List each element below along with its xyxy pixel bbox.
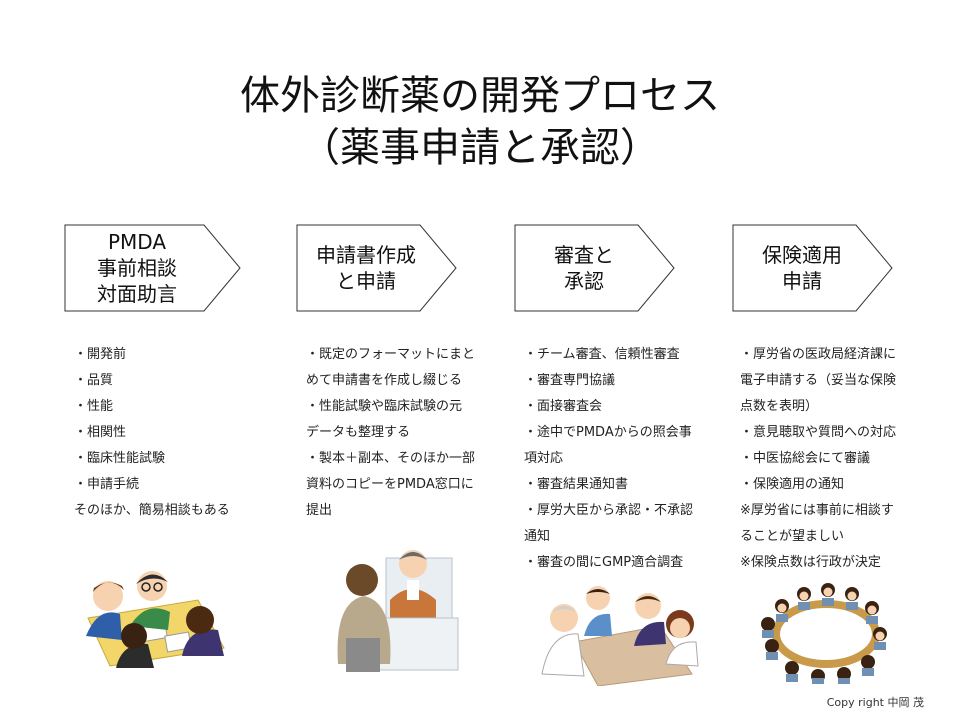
list-item: ・性能 <box>74 399 114 414</box>
list-item: 通知 <box>524 529 551 544</box>
consultation-meeting-illustration <box>86 571 225 668</box>
list-item: ・審査の間にGMP適合調査 <box>524 555 684 570</box>
step-label-line: 申請書作成 <box>316 243 416 267</box>
list-item: ることが望ましい <box>740 529 845 544</box>
list-item: 項対応 <box>524 451 564 466</box>
list-item: ※保険点数は行政が決定 <box>740 555 881 570</box>
step-label-line: 事前相談 <box>97 256 177 280</box>
process-step-3-label: 審査と 承認 <box>514 224 654 312</box>
list-item: ・製本＋副本、そのほか一部 <box>306 451 476 466</box>
list-item: ・相関性 <box>74 425 127 440</box>
step-label-line: と申請 <box>336 269 396 293</box>
step-label-line: PMDA <box>107 230 167 254</box>
list-item: データも整理する <box>306 425 411 440</box>
arrow-pentagon-shape <box>64 224 241 312</box>
list-item: ・チーム審査、信頼性審査 <box>524 347 680 362</box>
list-item: 資料のコピーをPMDA窓口に <box>306 477 474 492</box>
review-meeting-illustration <box>541 586 699 686</box>
arrow-pentagon-shape <box>732 224 893 312</box>
step-4-bullets: ・厚労省の医政局経済課に 電子申請する（妥当な保険 点数を表明） ・意見聴取や質… <box>740 342 938 576</box>
list-item: ・審査結果通知書 <box>524 477 629 492</box>
copyright-text: Copy right 中岡 茂 <box>826 696 924 709</box>
list-item: ※厚労省には事前に相談す <box>740 503 894 518</box>
process-step-3: 審査と 承認 <box>514 224 692 312</box>
step-3-bullets: ・チーム審査、信頼性審査 ・審査専門協議 ・面接審査会 ・途中でPMDAからの照… <box>524 342 722 576</box>
process-step-2-label: 申請書作成 と申請 <box>296 224 436 312</box>
application-window-illustration <box>337 550 459 672</box>
list-item: ・性能試験や臨床試験の元 <box>306 399 463 414</box>
list-item: ・審査専門協議 <box>524 373 616 388</box>
step-label-line: 申請 <box>782 269 822 293</box>
list-item: 提出 <box>306 503 333 518</box>
committee-meeting-illustration <box>761 583 887 684</box>
process-step-1: PMDA 事前相談 対面助言 <box>64 224 242 312</box>
list-item: ・途中でPMDAからの照会事 <box>524 425 692 440</box>
list-item: ・申請手続 <box>74 477 140 492</box>
list-item: ・既定のフォーマットにまと <box>306 347 476 362</box>
list-item: 電子申請する（妥当な保険 <box>740 373 897 388</box>
list-item: ・面接審査会 <box>524 399 603 414</box>
slide-title-line2: （薬事申請と承認） <box>300 125 660 171</box>
step-label-line: 対面助言 <box>97 282 177 306</box>
process-step-1-label: PMDA 事前相談 対面助言 <box>64 224 210 312</box>
list-item: 点数を表明） <box>740 399 819 414</box>
arrow-pentagon-shape <box>296 224 457 312</box>
list-item: ・中医協総会にて審議 <box>740 451 871 466</box>
process-step-2: 申請書作成 と申請 <box>296 224 474 312</box>
step-1-bullets: ・開発前 ・品質 ・性能 ・相関性 ・臨床性能試験 ・申請手続 そのほか、簡易相… <box>74 342 272 524</box>
slide-title-line1: 体外診断薬の開発プロセス <box>240 73 720 119</box>
list-item: ・品質 <box>74 373 114 388</box>
list-item: ・臨床性能試験 <box>74 451 166 466</box>
step-label-line: 承認 <box>564 269 604 293</box>
list-item: ・保険適用の通知 <box>740 477 845 492</box>
process-step-4-label: 保険適用 申請 <box>732 224 872 312</box>
step-2-bullets: ・既定のフォーマットにまと めて申請書を作成し綴じる ・性能試験や臨床試験の元 … <box>306 342 504 524</box>
arrow-pentagon-shape <box>514 224 675 312</box>
list-item: ・意見聴取や質問への対応 <box>740 425 897 440</box>
list-item: そのほか、簡易相談もある <box>74 503 230 518</box>
step-label-line: 審査と <box>554 243 614 267</box>
list-item: ・厚労大臣から承認・不承認 <box>524 503 694 518</box>
slide-title: 体外診断薬の開発プロセス （薬事申請と承認） <box>0 70 960 174</box>
process-step-4: 保険適用 申請 <box>732 224 910 312</box>
list-item: ・厚労省の医政局経済課に <box>740 347 897 362</box>
list-item: めて申請書を作成し綴じる <box>306 373 463 388</box>
list-item: ・開発前 <box>74 347 127 362</box>
step-label-line: 保険適用 <box>762 243 842 267</box>
